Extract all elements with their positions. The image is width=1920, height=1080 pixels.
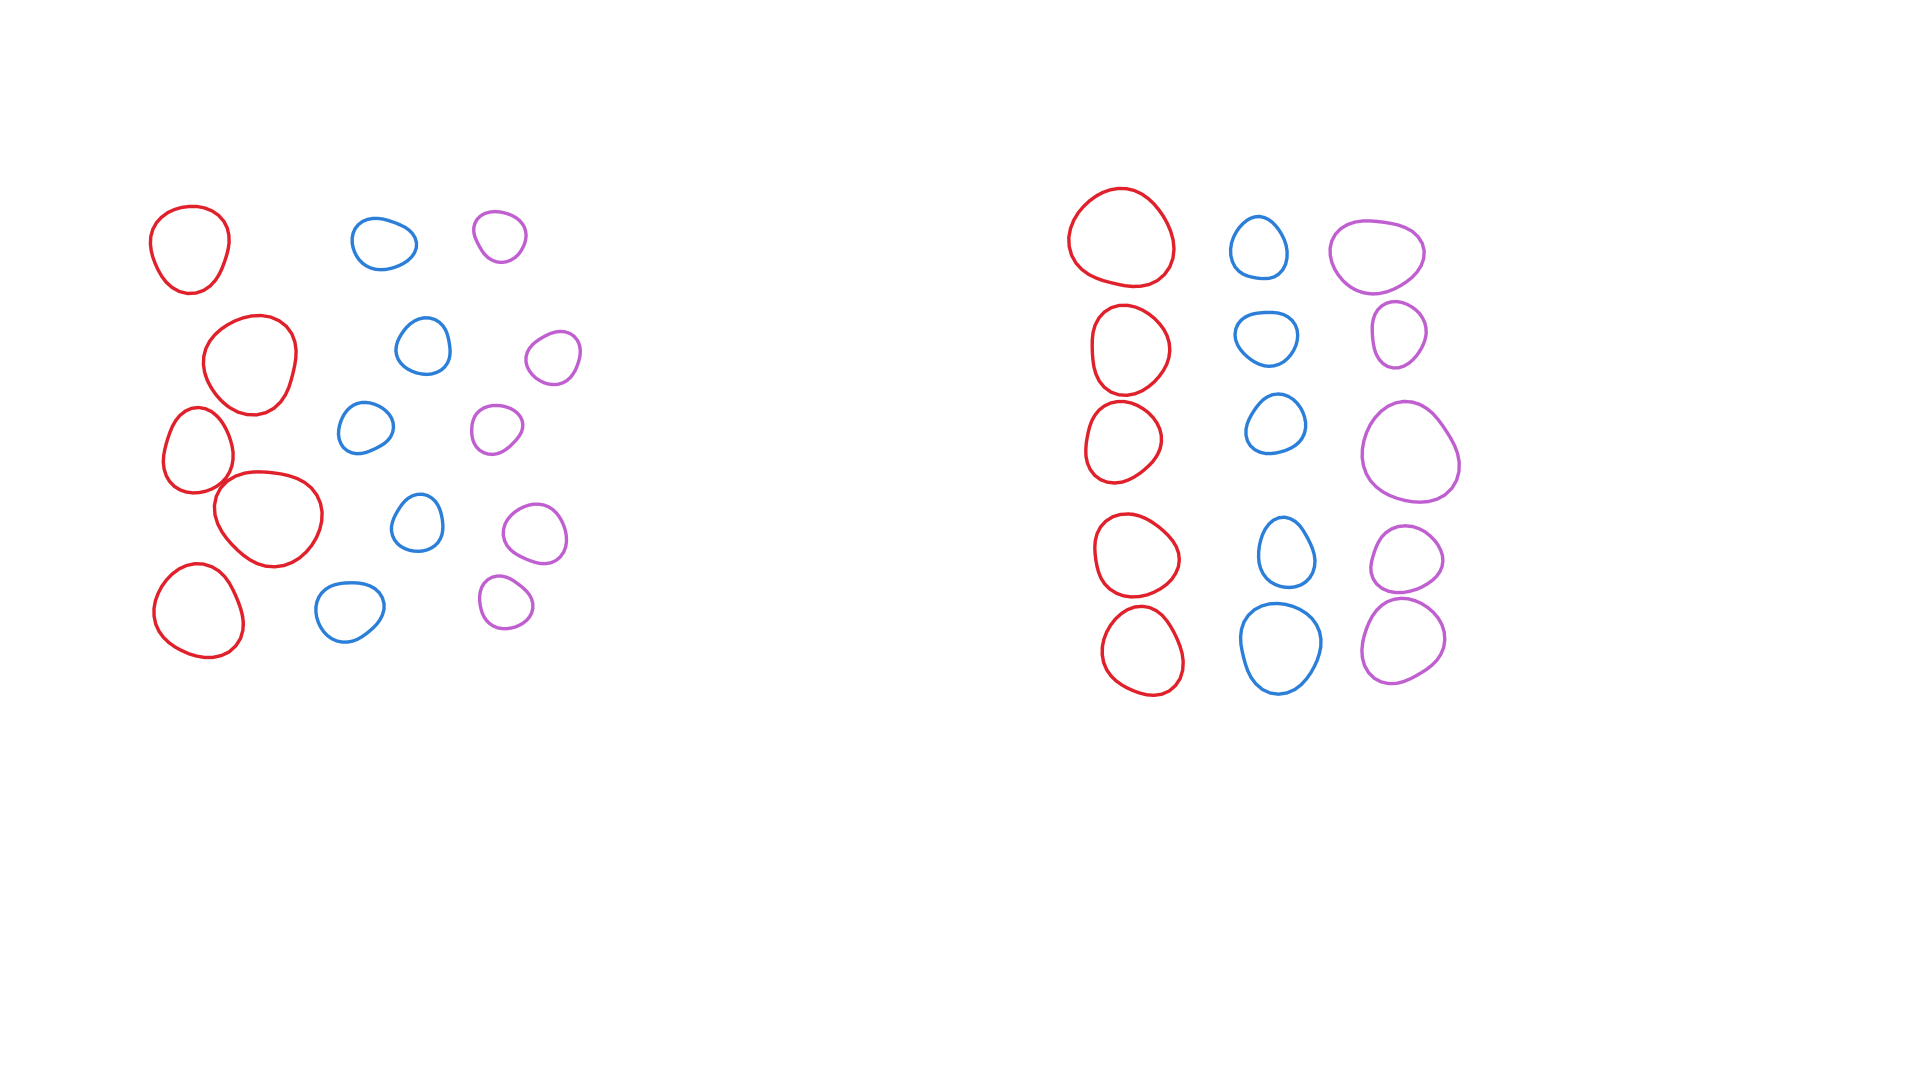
blue-circle [1238,601,1323,696]
purple-circle [524,329,582,387]
blue-circle [1228,214,1289,281]
blue-circle [394,316,452,377]
red-circle [212,470,324,569]
purple-circle [472,209,528,265]
purple-circle [470,403,525,457]
purple-circle [1370,299,1428,370]
red-circle [148,204,231,296]
blue-circle [1244,392,1308,456]
red-circle [1084,399,1164,485]
purple-circle [501,502,569,566]
blue-circle [389,492,445,553]
left-group [148,204,582,660]
blue-circle [336,400,396,456]
red-circle [1090,303,1172,397]
blue-circle [314,581,386,644]
blue-circle [1233,310,1300,368]
right-group [1067,186,1461,697]
purple-circle [1360,399,1461,504]
blue-circle [1256,515,1317,590]
red-circle [1100,604,1185,697]
red-circle [152,562,246,660]
red-circle [1067,186,1176,289]
purple-circle [477,574,535,631]
purple-circle [1360,596,1447,686]
purple-circle [1369,524,1445,595]
red-circle [1093,512,1181,599]
red-circle [201,313,298,417]
red-circle [161,405,235,495]
purple-circle [1328,219,1426,296]
blue-circle [350,216,419,272]
